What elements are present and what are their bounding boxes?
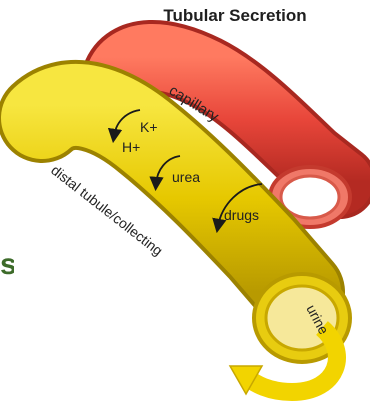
drugs-label: drugs (224, 207, 259, 223)
potassium-label: K+ (140, 119, 158, 135)
cut-off-text: s. (0, 248, 14, 282)
diagram-title: Tubular Secretion (110, 6, 360, 26)
hydrogen-label: H+ (122, 139, 140, 155)
urea-label: urea (172, 169, 200, 185)
